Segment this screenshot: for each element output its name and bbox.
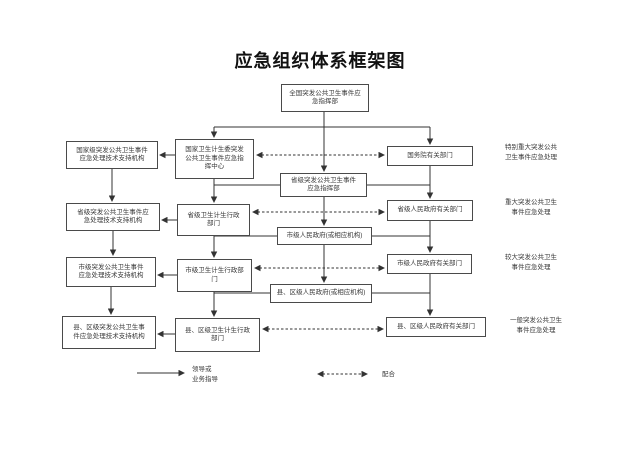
node-national-emergency-hq: 全国突发公共卫生事件应 急指挥部 xyxy=(281,84,369,112)
node-provincial-health-admin: 省级卫生计生行政 部门 xyxy=(177,204,250,236)
node-county-tech-support: 县、区级突发公共卫生事 件应急处理技术支持机构 xyxy=(62,316,156,349)
node-provincial-emergency-hq: 省级突发公共卫生事件 应急指挥部 xyxy=(280,173,367,197)
node-state-council-departments: 国务院有关部门 xyxy=(387,146,473,166)
annotation-large-event: 较大突发公共卫生 事件应急处理 xyxy=(505,254,557,271)
node-municipal-tech-support: 市级突发公共卫生事件 应急处理技术支持机构 xyxy=(66,257,156,287)
node-provincial-tech-support: 省级突发公共卫生事件应 急处理技术支持机构 xyxy=(66,203,160,231)
annotation-extraordinary-event: 特别重大突发公共 卫生事件应急处理 xyxy=(505,144,557,161)
legend-dashed-arrow-label: 配合 xyxy=(382,371,395,378)
node-national-tech-support: 国家级突发公共卫生事件 应急处理技术支持机构 xyxy=(66,141,158,169)
node-municipal-government: 市级人民政府(或相应机构) xyxy=(277,227,372,245)
node-county-health-admin: 县、区级卫生计生行政 部门 xyxy=(175,318,260,352)
node-provincial-gov-departments: 省级人民政府有关部门 xyxy=(387,200,473,221)
solid-arrow-connectors xyxy=(107,112,434,338)
annotation-major-event: 重大突发公共卫生 事件应急处理 xyxy=(505,199,557,216)
annotation-general-event: 一般突发公共卫生 事件应急处理 xyxy=(510,317,562,334)
diagram-title: 应急组织体系框架图 xyxy=(234,51,406,71)
junction-lines xyxy=(214,126,430,294)
node-county-gov-departments: 县、区级人民政府有关部门 xyxy=(386,317,486,337)
node-municipal-health-admin: 市级卫生计生行政部 门 xyxy=(177,259,252,292)
node-county-government: 县、区级人民政府(或相应机构) xyxy=(270,284,372,303)
legend-solid-arrow-label: 领导或 业务指导 xyxy=(192,366,218,383)
node-nhfpc-command-center: 国家卫生计生委突发 公共卫生事件应急指 挥中心 xyxy=(175,139,254,179)
dashed-cooperation-connectors xyxy=(252,151,385,333)
node-municipal-gov-departments: 市级人民政府有关部门 xyxy=(387,254,472,274)
